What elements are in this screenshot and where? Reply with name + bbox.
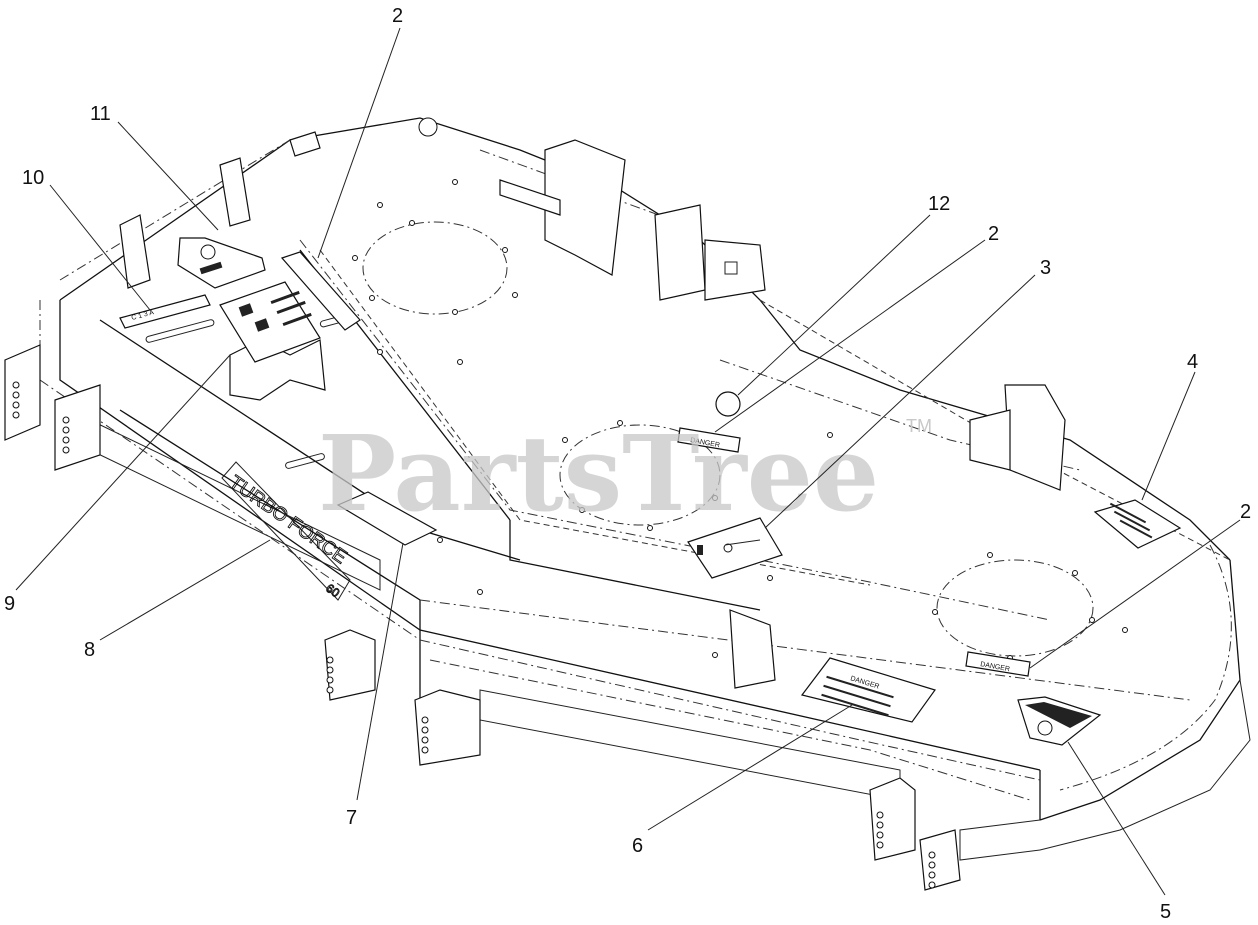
decal-3 <box>687 517 783 579</box>
decal-11 <box>177 237 266 289</box>
decal-7 <box>336 491 438 546</box>
callout-10: 10 <box>22 167 44 189</box>
callout-12: 12 <box>928 193 950 215</box>
callout-7: 7 <box>346 807 357 829</box>
callout-2-top: 2 <box>392 5 403 27</box>
callout-2-center: 2 <box>988 223 999 245</box>
decal-12 <box>715 391 741 417</box>
decal-4 <box>1093 499 1182 549</box>
callout-2-right: 2 <box>1240 501 1251 523</box>
callout-5: 5 <box>1160 901 1171 923</box>
callout-4: 4 <box>1187 351 1198 373</box>
callout-9: 9 <box>4 593 15 615</box>
callout-11: 11 <box>90 103 111 125</box>
callout-8: 8 <box>84 639 95 661</box>
leader-lines <box>15 27 1241 896</box>
watermark-text: PartsTree <box>318 412 879 535</box>
pin-holes <box>12 117 1128 889</box>
decal-6: DANGER <box>800 657 936 723</box>
blade-openings <box>362 221 1094 657</box>
callout-labels: 2 11 10 12 2 3 4 2 9 8 7 6 5 <box>4 5 1251 923</box>
decal-5 <box>1017 696 1102 746</box>
callout-6: 6 <box>632 835 643 857</box>
decal-9 <box>219 281 321 363</box>
callout-3: 3 <box>1040 257 1051 279</box>
watermark-trademark: TM <box>906 416 932 436</box>
mount-brackets <box>4 131 1066 891</box>
decal-2-left <box>280 251 361 331</box>
